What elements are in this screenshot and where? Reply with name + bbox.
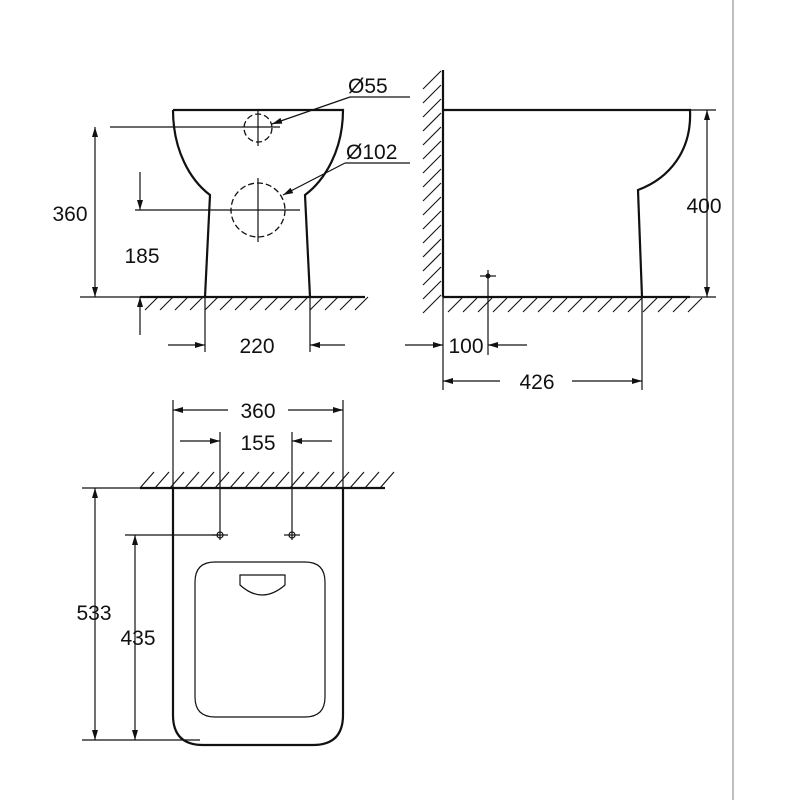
hatch-line	[229, 471, 245, 489]
dim-inlet-55: Ø55	[348, 75, 388, 98]
hatch-line	[657, 297, 673, 313]
hatch-line	[189, 296, 204, 311]
dim-length-533: 533	[76, 602, 111, 625]
hatch-line	[204, 296, 219, 311]
hatch-line	[627, 297, 643, 313]
hatch-line	[279, 296, 294, 311]
hatch-line	[304, 471, 320, 489]
hatch-line	[422, 140, 442, 160]
hatch-line	[319, 471, 335, 489]
hatch-line	[379, 471, 395, 489]
hatch-line	[597, 297, 613, 313]
hatch-line	[422, 224, 442, 244]
hatch-line	[422, 266, 442, 286]
hatch-line	[294, 296, 309, 311]
hatch-line	[642, 297, 658, 313]
dim-bolt-155: 155	[240, 432, 275, 455]
hatch-line	[582, 297, 598, 313]
hatch-line	[154, 471, 170, 489]
top-view: 360 155 533 435	[76, 400, 385, 747]
hatch-line	[462, 297, 478, 313]
seat-outline	[194, 561, 326, 718]
hatch-line	[349, 471, 365, 489]
hatch-line	[214, 471, 230, 489]
hatch-line	[492, 297, 508, 313]
hatch-line	[567, 297, 583, 313]
hatch-line	[354, 296, 369, 311]
hatch-line	[364, 471, 380, 489]
seat-cutout	[239, 574, 286, 596]
hatch-line	[422, 210, 442, 230]
hatch-line	[422, 168, 442, 188]
side-view: 400 100 426	[405, 70, 722, 394]
hatch-line	[422, 98, 442, 118]
dim-drain-185: 185	[124, 245, 159, 268]
hatch-line	[672, 297, 688, 313]
hatch-line	[259, 471, 275, 489]
hatch-line	[234, 296, 249, 311]
hatch-line	[159, 296, 174, 311]
hatch-line	[339, 296, 354, 311]
dim-height-360: 360	[52, 203, 87, 226]
hatch-line	[477, 297, 493, 313]
dim-width-220: 220	[239, 335, 274, 358]
hatch-line	[169, 471, 185, 489]
hatch-line	[324, 296, 339, 311]
hatch-line	[422, 196, 442, 216]
dim-height-400: 400	[686, 195, 721, 218]
hatch-line	[309, 296, 324, 311]
hatch-line	[249, 296, 264, 311]
hatch-line	[199, 471, 215, 489]
hatch-line	[264, 296, 279, 311]
hatch-line	[244, 471, 260, 489]
hatch-line	[507, 297, 523, 313]
hatch-line	[612, 297, 628, 313]
toilet-top-outline	[171, 488, 345, 747]
hatch-line	[447, 297, 463, 313]
toilet-side-outline	[443, 108, 692, 298]
dim-width-360: 360	[240, 400, 275, 423]
hatch-line	[422, 70, 442, 90]
hatch-line	[422, 126, 442, 146]
hatch-line	[144, 296, 159, 311]
hatch-line	[422, 84, 442, 104]
hatch-line	[219, 296, 234, 311]
hatch-line	[537, 297, 553, 313]
hatch-line	[334, 471, 350, 489]
dim-depth-426: 426	[519, 371, 554, 394]
hatch-line	[174, 296, 189, 311]
hatch-line	[422, 112, 442, 132]
hatch-line	[184, 471, 200, 489]
hatch-line	[422, 252, 442, 272]
front-view: 360 185 220 Ø55 Ø102	[52, 75, 410, 358]
toilet-front-outline	[171, 108, 345, 298]
hatch-line	[522, 297, 538, 313]
hatch-line	[422, 154, 442, 174]
hatch-line	[422, 294, 442, 314]
hatch-line	[422, 182, 442, 202]
hatch-line	[422, 238, 442, 258]
hatch-line	[422, 280, 442, 300]
hatch-line	[274, 471, 290, 489]
hatch-line	[687, 297, 703, 313]
hatch-line	[552, 297, 568, 313]
hatch-line	[139, 471, 155, 489]
dim-outlet-102: Ø102	[346, 141, 397, 164]
dim-bolt-front-435: 435	[120, 627, 155, 650]
dim-offset-100: 100	[448, 335, 483, 358]
